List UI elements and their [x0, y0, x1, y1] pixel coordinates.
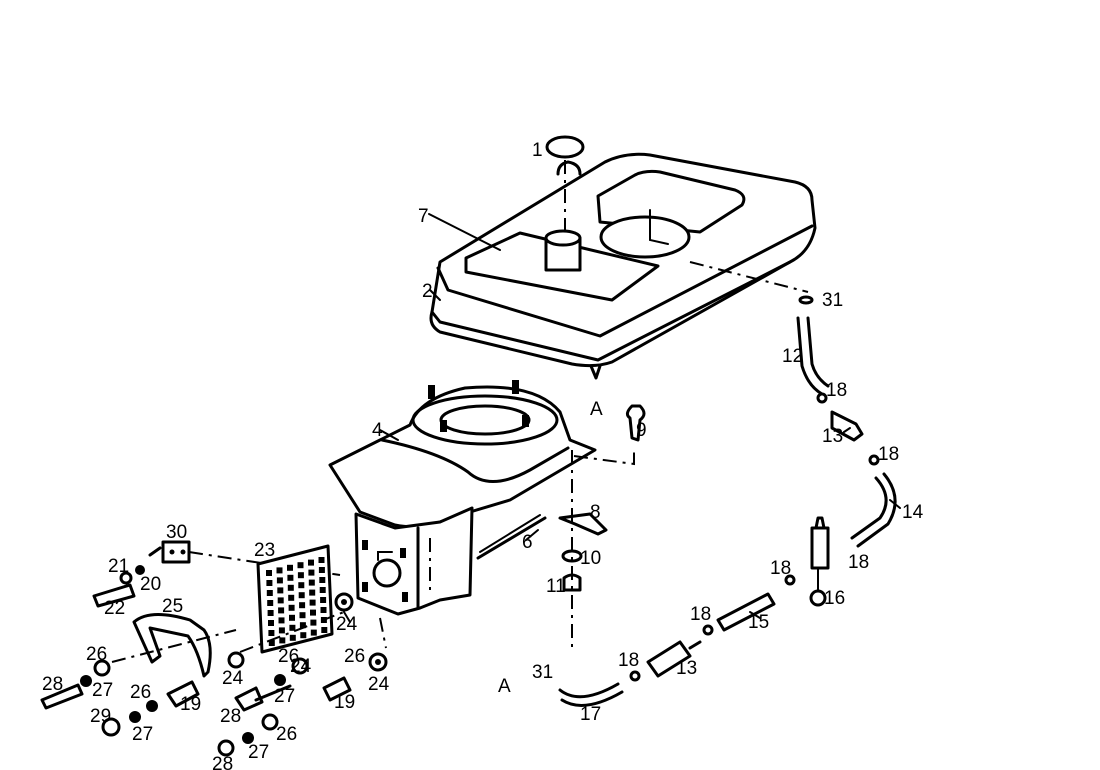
- label-28-a: 28: [42, 674, 63, 695]
- label-12: 12: [782, 346, 803, 367]
- label-6: 6: [522, 532, 533, 553]
- label-26-e: 26: [276, 724, 297, 745]
- label-ref-A-2: A: [498, 676, 511, 697]
- label-18-a: 18: [826, 380, 847, 401]
- label-27-c: 27: [132, 724, 153, 745]
- label-31-bottom: 31: [532, 662, 553, 683]
- label-27-b: 27: [274, 686, 295, 707]
- label-24-b: 24: [222, 668, 244, 689]
- label-18-d: 18: [770, 558, 791, 579]
- label-18-b: 18: [878, 444, 899, 465]
- label-26-b: 26: [278, 646, 299, 667]
- label-28-c: 28: [212, 754, 233, 770]
- label-18-f: 18: [618, 650, 639, 671]
- leader-lines: [343, 213, 901, 623]
- label-2: 2: [422, 281, 433, 302]
- fasteners: [40, 592, 388, 757]
- label-9: 9: [636, 420, 647, 441]
- label-26-a: 26: [86, 644, 107, 665]
- label-31-top: 31: [822, 290, 843, 311]
- label-26-c: 26: [344, 646, 365, 667]
- label-17: 17: [580, 704, 601, 725]
- label-29: 29: [90, 706, 111, 727]
- label-7: 7: [418, 206, 429, 227]
- label-25: 25: [162, 596, 183, 617]
- label-21: 21: [108, 556, 129, 577]
- label-16: 16: [824, 588, 845, 609]
- label-22: 22: [104, 598, 125, 619]
- label-26-d: 26: [130, 682, 151, 703]
- label-18-e: 18: [690, 604, 711, 625]
- label-19-a: 19: [180, 694, 201, 715]
- part-labels: 1 7 2 A 9 4 31 12 18 13 18 14 18 18 16 1…: [42, 140, 924, 770]
- label-ref-A-1: A: [590, 399, 603, 420]
- label-19-b: 19: [334, 692, 355, 713]
- label-20: 20: [140, 574, 161, 595]
- label-14: 14: [902, 502, 924, 523]
- label-27-a: 27: [92, 680, 113, 701]
- label-30: 30: [166, 522, 187, 543]
- label-13-bottom: 13: [676, 658, 697, 679]
- label-24-d: 24: [368, 674, 390, 695]
- label-28-b: 28: [220, 706, 241, 727]
- label-4: 4: [372, 420, 383, 441]
- label-15: 15: [748, 612, 769, 633]
- label-18-c: 18: [848, 552, 869, 573]
- label-24-a: 24: [336, 614, 358, 635]
- label-27-d: 27: [248, 742, 269, 763]
- label-23: 23: [254, 540, 275, 561]
- label-1: 1: [532, 140, 543, 161]
- label-10: 10: [580, 548, 601, 569]
- tank-support: [328, 380, 597, 616]
- label-11: 11: [546, 576, 566, 597]
- perforated-plate: [256, 544, 334, 654]
- fuel-line: [558, 261, 897, 707]
- label-13-top: 13: [822, 426, 843, 447]
- fuel-tank: [429, 135, 817, 380]
- label-8: 8: [590, 502, 601, 523]
- label-24-c: 24: [290, 656, 312, 677]
